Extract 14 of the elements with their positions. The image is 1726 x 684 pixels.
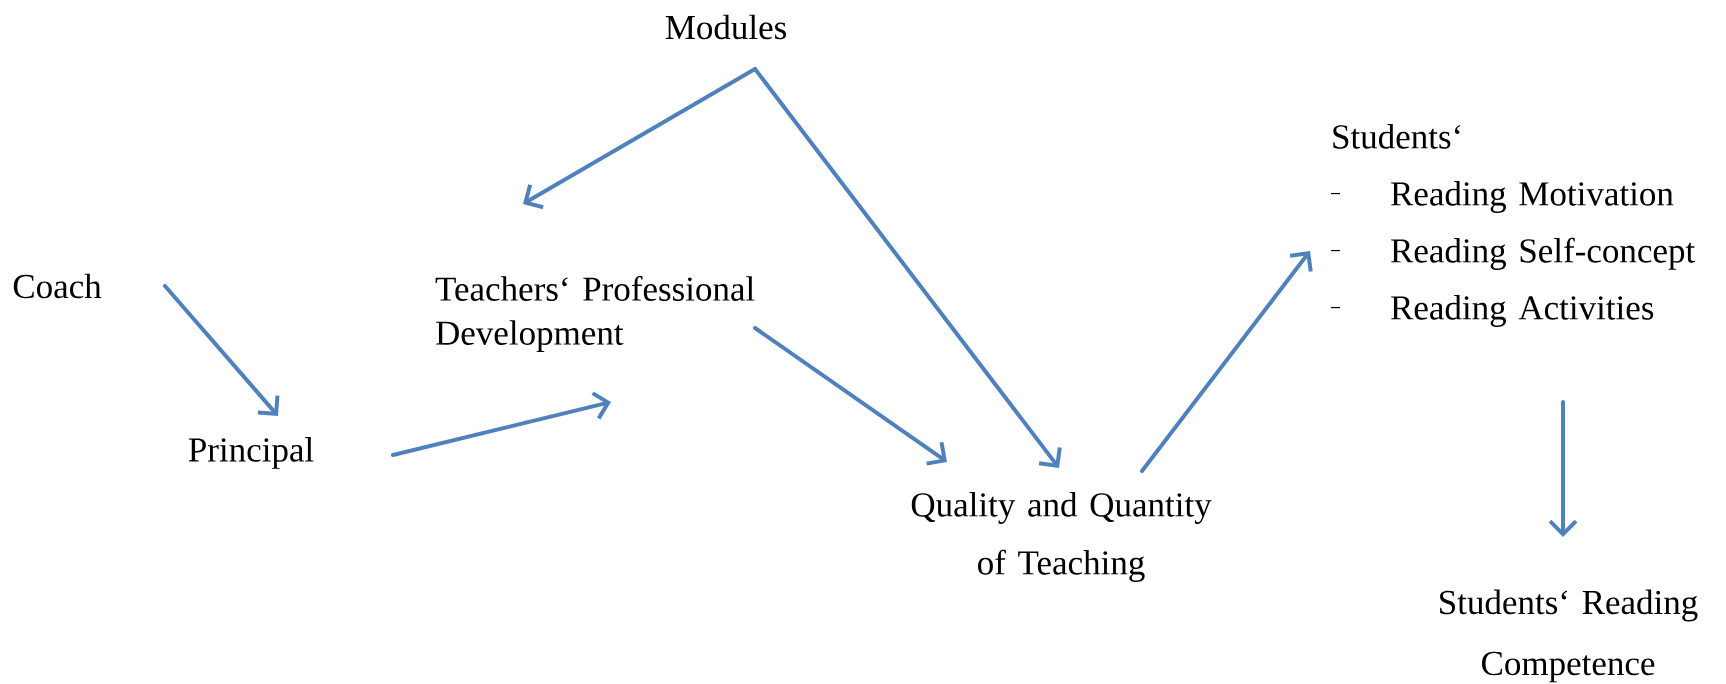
text-label: Modules bbox=[665, 14, 786, 40]
arrow bbox=[753, 67, 1062, 468]
arrow bbox=[753, 326, 947, 466]
arrow bbox=[523, 67, 757, 210]
text-label: Teachers‘ Professional Development bbox=[435, 275, 755, 353]
text-label: Students‘ Reading Competence bbox=[1440, 589, 1698, 683]
arrow bbox=[1140, 251, 1313, 473]
text-label: Coach bbox=[13, 273, 102, 299]
bullet-list: Students‘ Reading Motivation Reading Self-concept Reading Activities bbox=[1330, 124, 1695, 327]
text-label: Quality and Quantity of Teaching bbox=[911, 492, 1212, 582]
arrow bbox=[391, 391, 611, 457]
arrow bbox=[1548, 400, 1578, 537]
arrow bbox=[163, 284, 280, 416]
text-label: Principal bbox=[188, 437, 314, 469]
